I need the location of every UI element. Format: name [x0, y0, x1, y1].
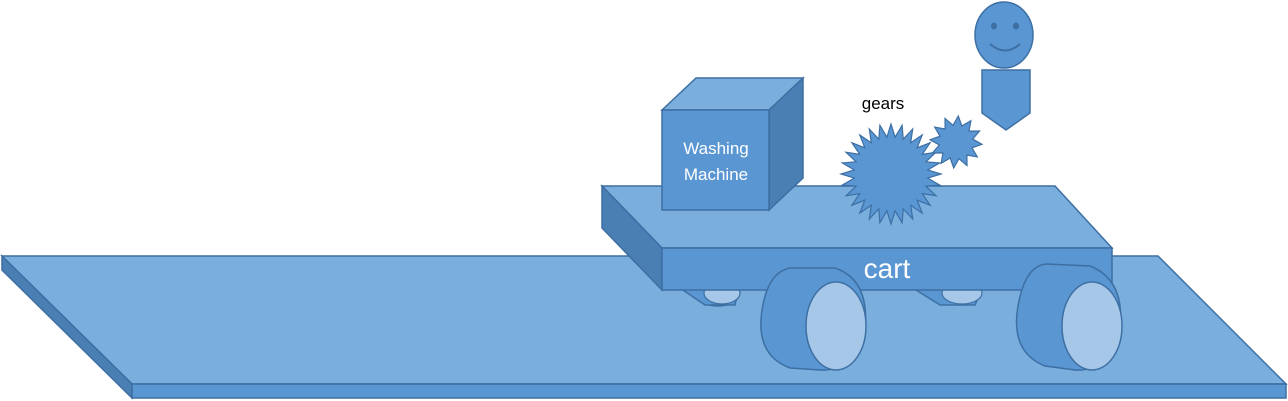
- washing-machine-label-line1: Washing: [683, 139, 749, 158]
- cart-label: cart: [864, 253, 911, 284]
- cart-front-wheel-right: [1015, 263, 1123, 371]
- large-gear-icon: [838, 121, 944, 227]
- smiley-person-icon: [974, 1, 1034, 131]
- gears-label: gears: [862, 94, 905, 113]
- small-gear-icon: [928, 114, 984, 170]
- cart-front-wheel-left: [760, 267, 867, 371]
- washing-machine-box: Washing Machine: [660, 76, 805, 212]
- washing-machine-label-line2: Machine: [684, 165, 748, 184]
